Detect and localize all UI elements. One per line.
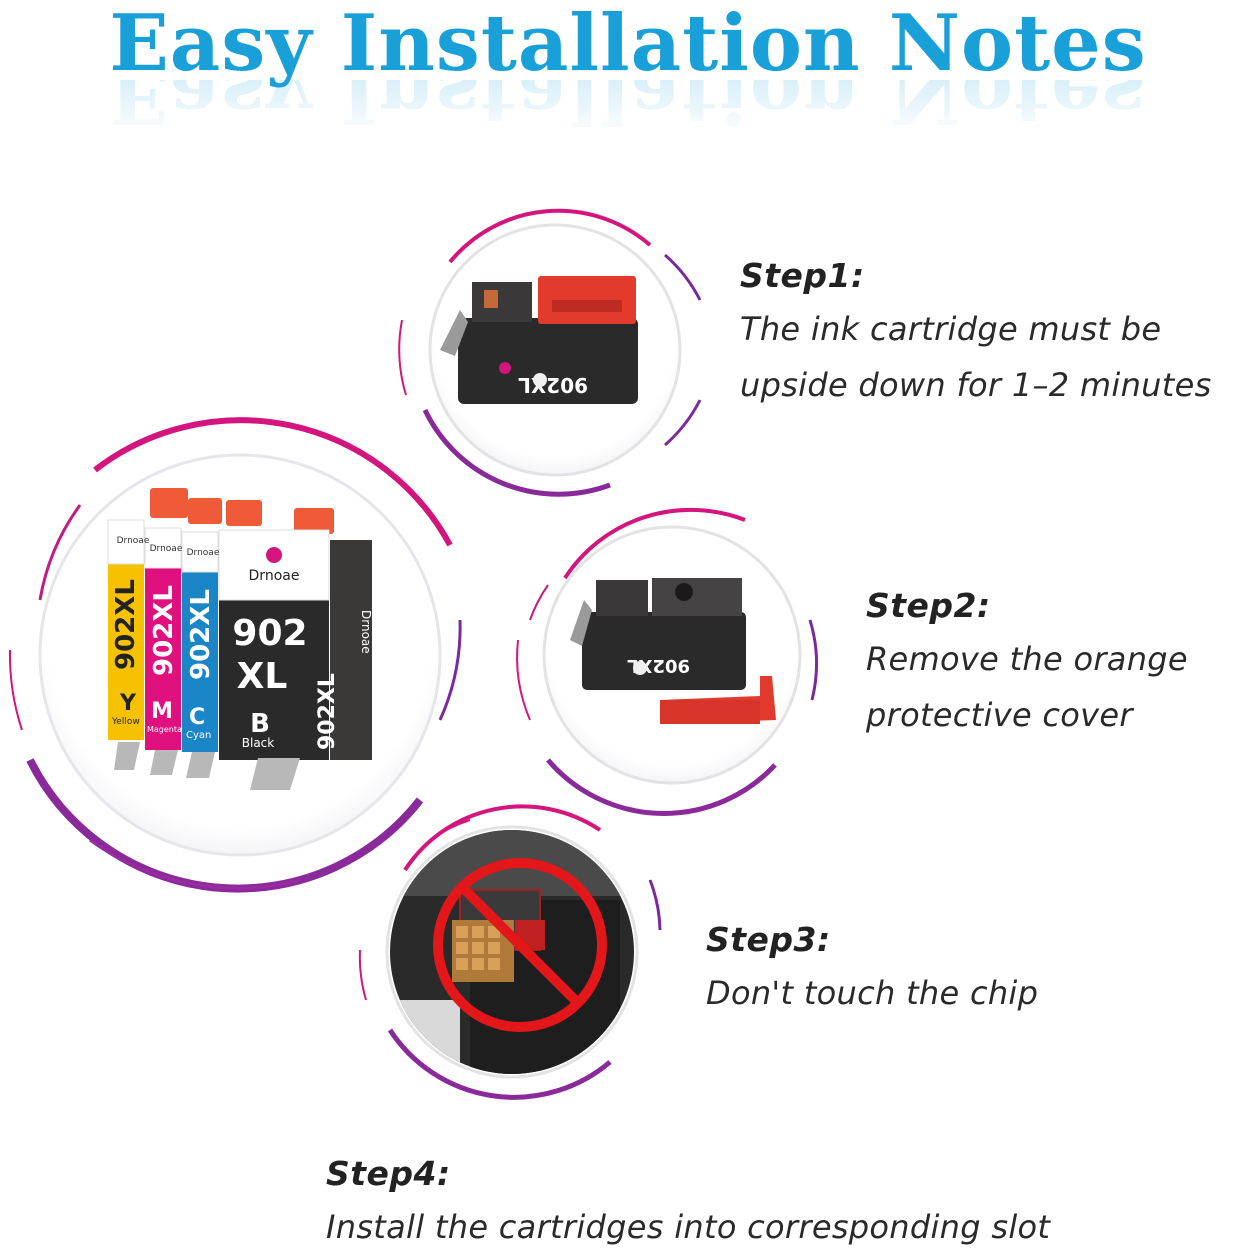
step3-block: Step3: Don't touch the chip [706,920,1038,1021]
svg-text:C: C [189,705,205,730]
step1-line1: The ink cartridge must be [740,310,1162,348]
svg-text:Y: Y [119,691,137,716]
page-title: Easy Installation Notes [109,0,1147,89]
svg-text:902: 902 [232,613,307,654]
black-brand: Drnoae [249,568,300,584]
cyan-brand: Drnoae [187,548,220,558]
svg-text:B: B [250,709,270,739]
svg-text:Yellow: Yellow [111,717,140,727]
step2-line2: protective cover [866,696,1133,734]
svg-text:Magenta: Magenta [147,725,182,734]
product-illustration: Drnoae Drnoae Drnoae Drnoae 902XL 902XL … [8,417,462,893]
step4-heading: Step4: [326,1154,451,1193]
step4-block: Step4: Install the cartridges into corre… [326,1154,1050,1255]
svg-text:Cyan: Cyan [186,730,211,741]
svg-text:902XL: 902XL [518,373,588,397]
step2-line1: Remove the orange [866,640,1188,678]
step1-line2: upside down for 1–2 minutes [740,366,1212,404]
no-touch-icon [433,858,607,1032]
step3-line1: Don't touch the chip [706,974,1039,1012]
svg-text:902XL: 902XL [111,579,141,670]
step3-illustration [358,804,662,1100]
yellow-brand: Drnoae [117,536,150,546]
step2-heading: Step2: [866,586,991,625]
svg-text:XL: XL [237,656,288,697]
step2-illustration: 902XL [516,507,818,816]
step3-heading: Step3: [706,920,831,959]
magenta-brand: Drnoae [150,544,183,554]
step1-block: Step1: The ink cartridge must be upside … [740,256,1212,413]
svg-text:M: M [151,699,173,724]
svg-text:902XL: 902XL [315,673,340,750]
step4-line1: Install the cartridges into correspondin… [326,1208,1051,1246]
step1-heading: Step1: [740,256,865,295]
svg-text:Black: Black [242,736,275,750]
step2-block: Step2: Remove the orange protective cove… [866,586,1188,743]
svg-text:902XL: 902XL [149,585,179,676]
svg-text:902XL: 902XL [186,589,216,680]
svg-text:Drnoae: Drnoae [359,610,373,654]
step1-illustration: 902XL [398,208,702,497]
